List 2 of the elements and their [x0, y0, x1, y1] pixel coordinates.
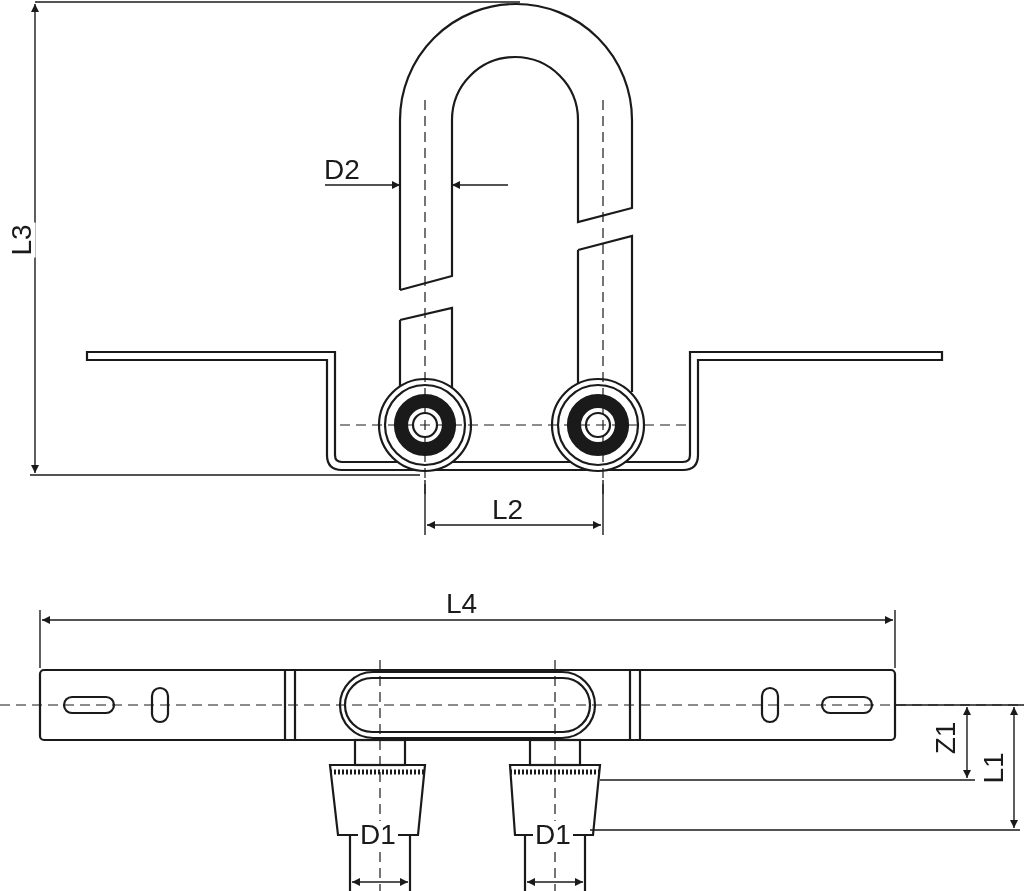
dimension-label: D1 — [358, 821, 398, 849]
dimension-label: D1 — [533, 821, 573, 849]
